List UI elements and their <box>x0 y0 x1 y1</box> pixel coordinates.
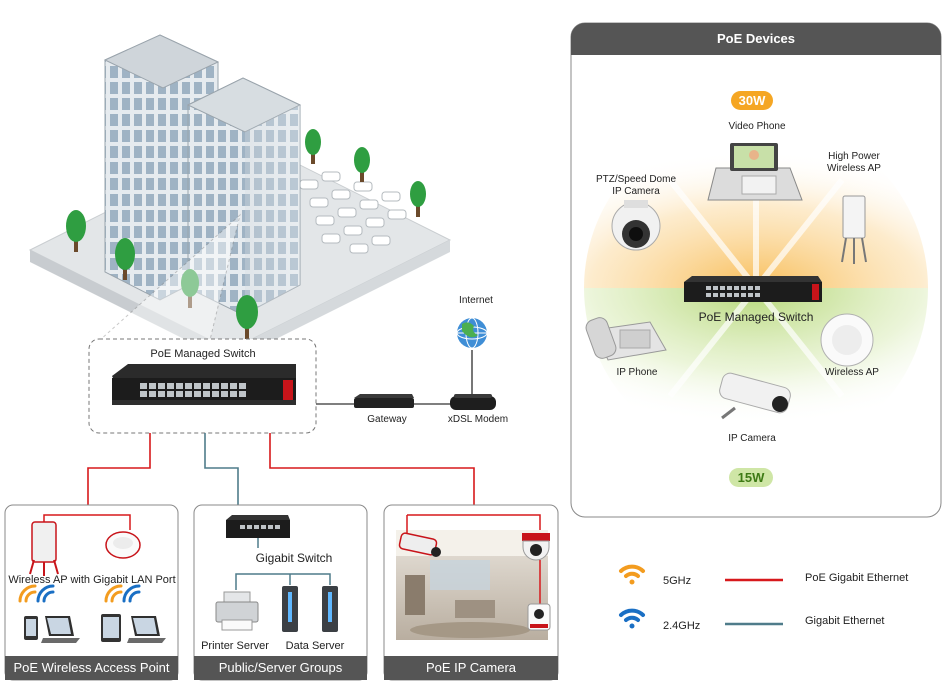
printer-server-label: Printer Server <box>201 640 269 652</box>
gateway-label: Gateway <box>367 414 407 425</box>
poe-managed-switch <box>112 364 296 405</box>
group-panel-servers <box>193 504 368 681</box>
ip-camera-icon <box>719 372 791 420</box>
badge-15w: 15W <box>729 468 773 487</box>
legend-24ghz-label: 2.4GHz <box>663 620 701 632</box>
high-power-ap-icon <box>841 195 867 264</box>
panel-poe-switch <box>684 276 822 302</box>
group-title-camera: PoE IP Camera <box>425 660 517 675</box>
bullet-camera-icon <box>398 532 441 557</box>
wireless-group-caption: Wireless AP with Gigabit LAN Port <box>8 574 176 586</box>
tree-icon <box>66 210 86 252</box>
topology-links <box>87 350 475 505</box>
ip-camera-label: IP Camera <box>728 433 776 444</box>
tablet-icon <box>101 614 121 642</box>
dome-camera-icon <box>522 533 550 561</box>
legend-gig-label: Gigabit Ethernet <box>805 615 885 627</box>
high-power-ap-label-line1: High Power <box>828 151 880 162</box>
panel-switch-label: PoE Managed Switch <box>698 310 814 324</box>
xdsl-modem-device <box>450 394 496 410</box>
smartphone-icon <box>24 616 38 640</box>
printer-icon <box>215 591 259 631</box>
data-server-label: Data Server <box>285 640 345 652</box>
gigabit-switch-label: Gigabit Switch <box>255 551 333 565</box>
laptop-icon <box>127 616 166 643</box>
group-title-servers: Public/Server Groups <box>218 660 343 675</box>
tree-icon <box>181 269 199 308</box>
laptop-icon <box>41 616 80 643</box>
video-phone-icon <box>707 143 803 201</box>
video-phone-label: Video Phone <box>728 121 786 132</box>
legend-24ghz-icon <box>619 608 645 629</box>
ip-phone-icon <box>585 317 667 361</box>
wireless-ap-label: Wireless AP <box>825 367 879 378</box>
legend-5ghz-icon <box>619 564 645 585</box>
legend-poe-label: PoE Gigabit Ethernet <box>805 572 909 584</box>
group-title-wireless: PoE Wireless Access Point <box>13 660 170 675</box>
internet-label: Internet <box>459 295 493 306</box>
wifi-signal-icons <box>18 584 141 603</box>
gateway-device <box>354 394 414 408</box>
gigabit-switch-icon <box>226 515 290 538</box>
switch-label: PoE Managed Switch <box>150 348 256 360</box>
cube-camera-icon <box>527 603 551 631</box>
server-icon <box>322 586 338 632</box>
badge-30w: 30W <box>731 91 773 110</box>
ceiling-ap-icon <box>820 313 874 367</box>
tree-icon <box>354 147 370 182</box>
wireless-ap-outdoor-icon <box>29 521 59 576</box>
high-power-ap-label-line2: Wireless AP <box>827 163 881 174</box>
wireless-ap-ceiling-icon <box>105 531 141 559</box>
ptz-camera-label-line2: IP Camera <box>612 186 660 197</box>
tree-icon <box>115 238 135 280</box>
tree-icon <box>305 129 321 164</box>
ip-phone-label: IP Phone <box>616 367 658 378</box>
poe-devices-title: PoE Devices <box>716 31 796 46</box>
ptz-camera-label-line1: PTZ/Speed Dome <box>595 174 677 185</box>
ptz-camera-icon <box>611 200 661 251</box>
modem-label: xDSL Modem <box>447 414 509 425</box>
legend-5ghz-label: 5GHz <box>663 575 692 587</box>
city-illustration <box>28 34 452 362</box>
tree-icon <box>236 295 258 340</box>
server-icon <box>282 586 298 632</box>
tree-icon <box>410 181 426 217</box>
internet-globe-icon <box>456 317 488 349</box>
